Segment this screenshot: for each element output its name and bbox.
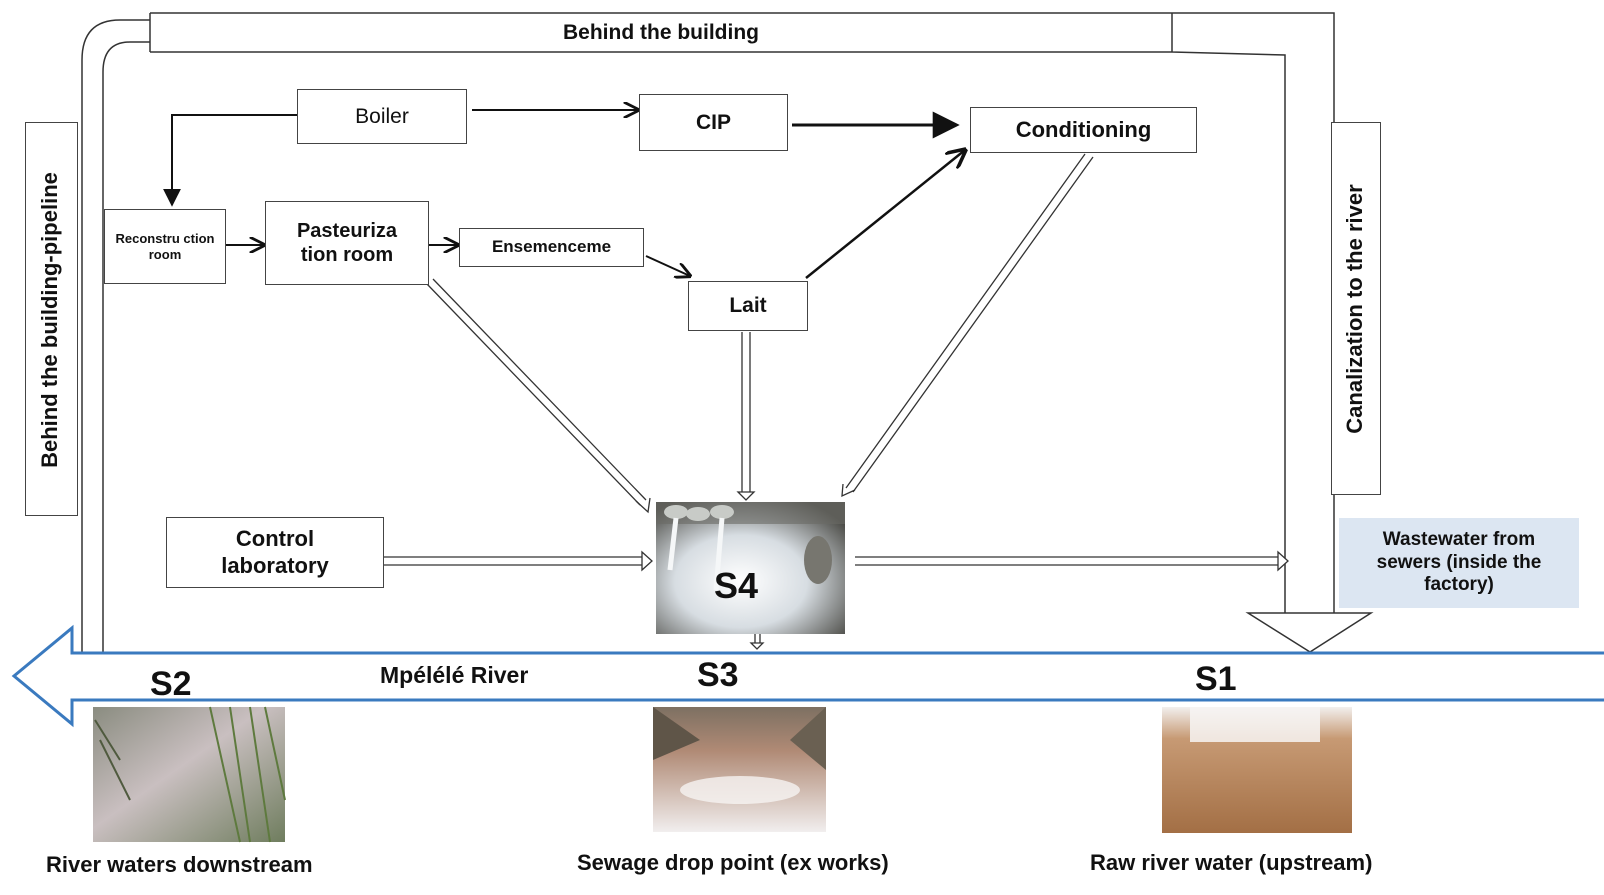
s4-label: S4 [714, 565, 759, 606]
boiler-box: Boiler [297, 89, 467, 144]
pasteurization-box: Pasteuriza tion room [265, 201, 429, 285]
river-arrow [11, 624, 1604, 728]
s4-photo [656, 502, 845, 634]
hollow-arrows [384, 153, 1289, 650]
behind-pipeline-label: Behind the building-pipeline [37, 172, 62, 468]
canalization-box [1331, 122, 1381, 495]
ensemenceme-box: Ensemenceme [459, 228, 644, 267]
control-lab-box: Control laboratory [166, 517, 384, 588]
s2-caption: River waters downstream [46, 852, 313, 877]
canalization-label: Canalization to the river [1342, 184, 1367, 434]
s1-caption: Raw river water (upstream) [1090, 850, 1373, 875]
behind-pipeline-box [25, 122, 78, 516]
behind-building-label: Behind the building [563, 21, 759, 44]
left-pipeline-curve [81, 19, 150, 652]
s1-photo [1162, 707, 1352, 833]
conditioning-box: Conditioning [970, 107, 1197, 153]
reconstruction-box: Reconstru ction room [104, 209, 226, 284]
cip-box: CIP [639, 94, 788, 151]
s3-caption: Sewage drop point (ex works) [577, 850, 889, 875]
lait-box: Lait [688, 281, 808, 331]
behind-building-band [149, 12, 1335, 615]
river-label: Mpélélé River [380, 662, 529, 688]
canalization-arrow-head [1245, 612, 1374, 653]
s2-photo [93, 706, 286, 843]
s2-label: S2 [150, 665, 192, 703]
s3-photo [653, 707, 826, 832]
wastewater-box: Wastewater from sewers (inside the facto… [1339, 518, 1579, 608]
s1-label: S1 [1195, 660, 1237, 698]
s3-label: S3 [697, 656, 739, 694]
